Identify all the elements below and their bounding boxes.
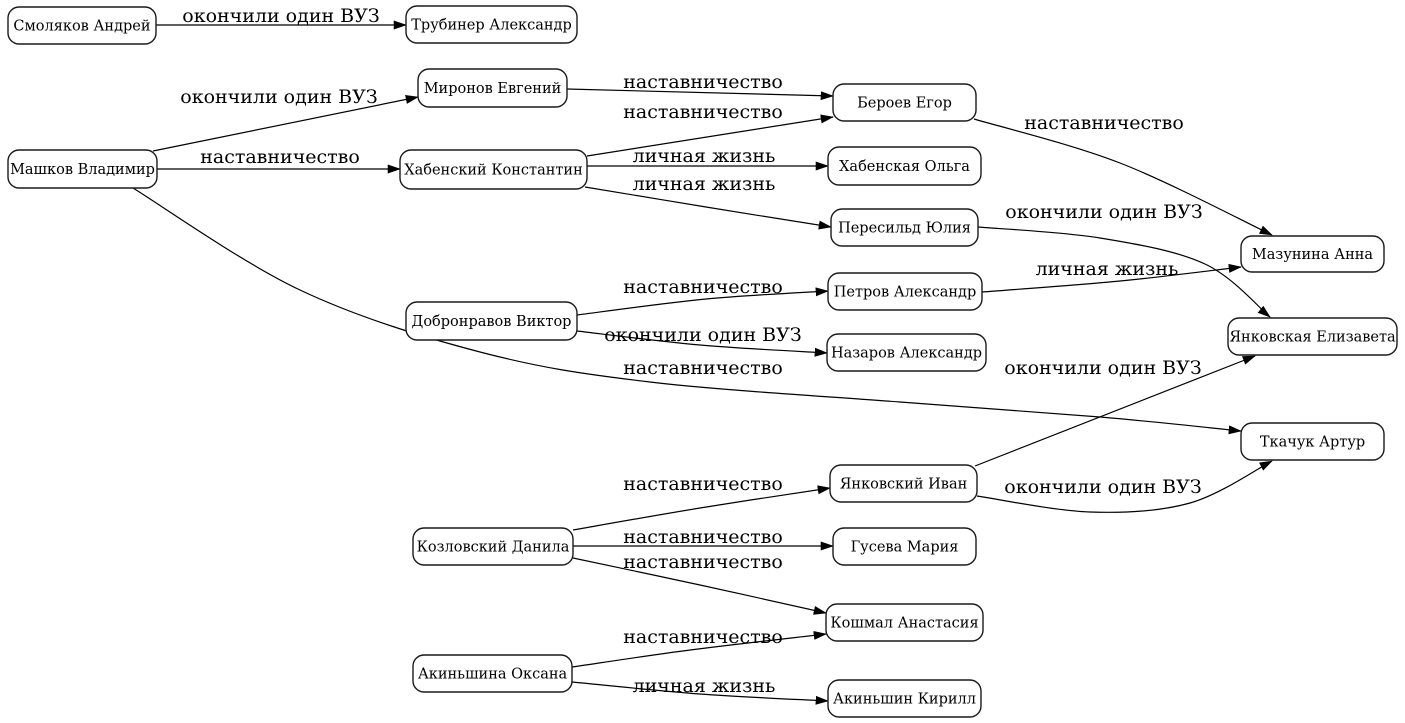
node-label-guseva: Гусева Мария bbox=[851, 540, 959, 556]
node-label-akinshin: Акиньшин Кирилл bbox=[833, 692, 976, 708]
node-box-dobronravov bbox=[405, 301, 578, 341]
edge-label-khabensky-khabenskaya: личная жизнь bbox=[633, 145, 776, 167]
edge-label-petrov-mazunina: личная жизнь bbox=[1036, 258, 1179, 280]
node-label-trubiner: Трубинер Александр bbox=[411, 18, 572, 34]
edge-label-kozlovsky-guseva: наставничество bbox=[623, 526, 783, 548]
edge-label-peresild-yankovskaya: окончили один ВУЗ bbox=[1005, 201, 1202, 223]
edge-label-khabensky-peresild: личная жизнь bbox=[633, 173, 776, 195]
edge-petrov-mazunina bbox=[981, 263, 1242, 293]
edge-label-mashkov-khabensky: наставничество bbox=[200, 146, 360, 168]
node-label-khabensky: Хабенский Константин bbox=[404, 163, 582, 179]
node-guseva: Гусева Мария bbox=[832, 527, 977, 566]
node-yankovskaya: Янковская Елизавета bbox=[1227, 317, 1398, 356]
node-box-mashkov bbox=[7, 149, 158, 189]
node-box-nazarov bbox=[826, 333, 987, 372]
edge-akinshina-koshmal bbox=[571, 630, 827, 668]
node-box-smolyakov bbox=[7, 6, 157, 45]
node-akinshin: Акиньшин Кирилл bbox=[827, 679, 982, 718]
node-label-peresild: Пересильд Юлия bbox=[838, 221, 971, 237]
node-label-dobronravov: Добронравов Виктор bbox=[412, 314, 572, 330]
nodes-layer: Смоляков Андрей Трубинер АлександрМиронов… bbox=[7, 5, 1398, 718]
edge-label-kozlovsky-koshmal: наставничество bbox=[623, 551, 783, 573]
edge-mashkov-mironov bbox=[152, 95, 419, 152]
edge-label-smolyakov-trubiner: окончили один ВУЗ bbox=[182, 5, 379, 27]
edge-label-mironov-beroev: наставничество bbox=[623, 71, 783, 93]
node-trubiner: Трубинер Александр bbox=[405, 5, 578, 44]
node-kozlovsky: Козловский Данила bbox=[412, 527, 574, 566]
edge-beroev-mazunina bbox=[973, 118, 1273, 236]
node-box-tkachuk bbox=[1240, 422, 1385, 461]
node-box-koshmal bbox=[825, 603, 984, 642]
edge-label-dobronravov-petrov: наставничество bbox=[623, 276, 783, 298]
node-mironov: Миронов Евгений bbox=[417, 68, 568, 108]
node-box-akinshina bbox=[412, 654, 573, 693]
edge-kozlovsky-yankovsky bbox=[572, 485, 831, 531]
edge-label-mashkov-tkachuk: наставничество bbox=[623, 357, 783, 379]
node-box-kozlovsky bbox=[412, 527, 574, 566]
node-label-mazunina: Мазунина Анна bbox=[1252, 247, 1373, 263]
node-beroev: Бероев Егор bbox=[832, 83, 977, 122]
node-box-khabenskaya bbox=[827, 146, 982, 186]
node-petrov: Петров Александр bbox=[827, 272, 983, 311]
edge-yankovsky-tkachuk bbox=[976, 460, 1273, 513]
edge-dobronravov-petrov bbox=[576, 287, 829, 316]
node-label-akinshina: Акиньшина Оксана bbox=[418, 667, 568, 683]
edge-kozlovsky-koshmal bbox=[572, 557, 827, 615]
node-yankovsky: Янковский Иван bbox=[829, 464, 978, 503]
edge-label-kozlovsky-yankovsky: наставничество bbox=[623, 473, 783, 495]
node-label-smolyakov: Смоляков Андрей bbox=[13, 19, 150, 35]
edge-label-mashkov-mironov: окончили один ВУЗ bbox=[180, 86, 377, 108]
edge-akinshina-akinshin bbox=[571, 681, 829, 705]
node-box-mazunina bbox=[1240, 235, 1385, 273]
node-box-akinshin bbox=[827, 679, 982, 718]
node-box-petrov bbox=[827, 272, 983, 311]
node-box-beroev bbox=[832, 83, 977, 122]
node-box-mironov bbox=[417, 68, 568, 108]
edge-label-akinshina-koshmal: наставничество bbox=[623, 626, 783, 648]
node-khabensky: Хабенский Константин bbox=[399, 149, 588, 190]
edge-yankovsky-yankovskaya bbox=[974, 355, 1256, 467]
node-mazunina: Мазунина Анна bbox=[1240, 235, 1385, 273]
edge-label-khabensky-beroev: наставничество bbox=[623, 101, 783, 123]
edge-mashkov-tkachuk bbox=[132, 187, 1242, 435]
node-tkachuk: Ткачук Артур bbox=[1240, 422, 1385, 461]
node-label-mironov: Миронов Евгений bbox=[424, 81, 562, 97]
edge-label-akinshina-akinshin: личная жизнь bbox=[633, 675, 776, 697]
edge-mironov-beroev bbox=[566, 88, 834, 101]
node-peresild: Пересильд Юлия bbox=[830, 208, 979, 247]
node-nazarov: Назаров Александр bbox=[826, 333, 987, 372]
node-box-yankovsky bbox=[829, 464, 978, 503]
node-dobronravov: Добронравов Виктор bbox=[405, 301, 578, 341]
node-label-petrov: Петров Александр bbox=[834, 285, 977, 301]
edge-peresild-yankovskaya bbox=[977, 226, 1271, 318]
node-box-peresild bbox=[830, 208, 979, 247]
edges-layer: окончили один ВУЗ окончили один ВУЗ настав… bbox=[132, 5, 1273, 705]
node-label-beroev: Бероев Егор bbox=[857, 96, 952, 112]
node-label-nazarov: Назаров Александр bbox=[831, 346, 982, 362]
node-box-khabensky bbox=[399, 149, 588, 190]
node-label-mashkov: Машков Владимир bbox=[10, 162, 155, 178]
edge-label-yankovsky-tkachuk: окончили один ВУЗ bbox=[1004, 476, 1201, 498]
edge-label-yankovsky-yankovskaya: окончили один ВУЗ bbox=[1004, 357, 1201, 379]
node-box-yankovskaya bbox=[1227, 317, 1398, 356]
edge-label-dobronravov-nazarov: окончили один ВУЗ bbox=[604, 324, 801, 346]
node-akinshina: Акиньшина Оксана bbox=[412, 654, 573, 693]
edge-khabensky-beroev bbox=[586, 114, 834, 157]
edge-label-beroev-mazunina: наставничество bbox=[1024, 112, 1184, 134]
node-box-trubiner bbox=[405, 5, 578, 44]
node-label-khabenskaya: Хабенская Ольга bbox=[839, 159, 970, 175]
node-label-yankovsky: Янковский Иван bbox=[840, 477, 968, 493]
node-koshmal: Кошмал Анастасия bbox=[825, 603, 984, 642]
node-label-kozlovsky: Козловский Данила bbox=[417, 540, 570, 556]
node-mashkov: Машков Владимир bbox=[7, 149, 158, 189]
edge-khabensky-peresild bbox=[584, 186, 832, 230]
node-smolyakov: Смоляков Андрей bbox=[7, 6, 157, 45]
edge-dobronravov-nazarov bbox=[576, 330, 828, 357]
node-label-tkachuk: Ткачук Артур bbox=[1260, 435, 1365, 451]
node-khabenskaya: Хабенская Ольга bbox=[827, 146, 982, 186]
node-label-koshmal: Кошмал Анастасия bbox=[830, 616, 978, 632]
node-label-yankovskaya: Янковская Елизавета bbox=[1229, 330, 1396, 346]
node-box-guseva bbox=[832, 527, 977, 566]
